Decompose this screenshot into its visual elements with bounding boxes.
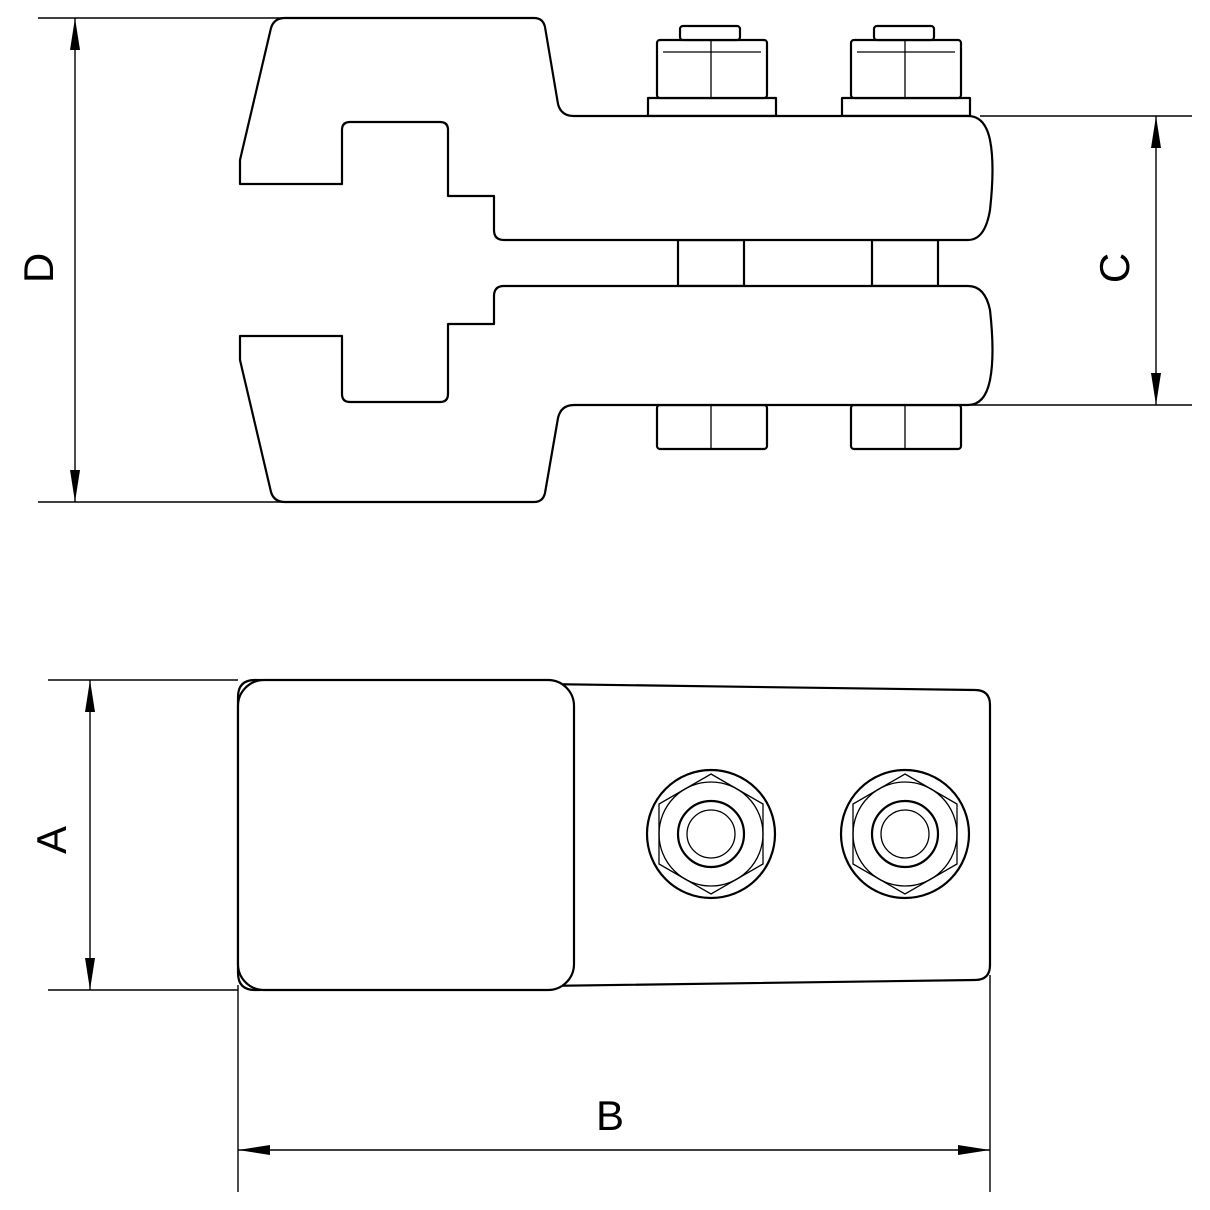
nut-top-right [839, 768, 971, 900]
upper-jaw [238, 16, 994, 242]
top-nut-right [840, 24, 972, 118]
lower-jaw [238, 284, 994, 504]
dimension-a-label: A [28, 826, 75, 854]
dimension-d-label: D [15, 253, 62, 283]
bolt-shanks [676, 238, 940, 288]
dimension-b: B [237, 975, 991, 1192]
top-nut-left [646, 24, 778, 118]
dimension-b-label: B [596, 1092, 624, 1139]
bottom-nut-right [849, 403, 963, 451]
side-view: D C [15, 16, 1192, 504]
top-view: A B [28, 678, 992, 1192]
dimension-c-label: C [1091, 253, 1138, 283]
clamp-pad [236, 678, 576, 992]
dimension-c: C [970, 115, 1192, 406]
bottom-nut-left [655, 403, 769, 451]
dimension-a: A [28, 679, 238, 991]
dimension-d: D [15, 17, 285, 503]
nut-top-left [645, 768, 777, 900]
